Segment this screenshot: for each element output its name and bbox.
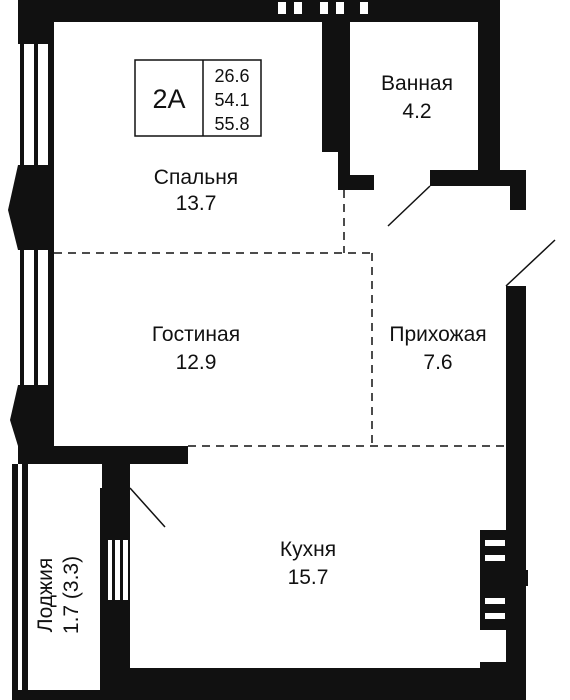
room-bathroom: Ванная 4.2	[381, 72, 453, 123]
area-living: 26.6	[214, 66, 249, 86]
room-loggia: Лоджия 1.7 (3.3)	[34, 556, 83, 634]
room-name: Ванная	[381, 72, 453, 95]
room-name: Прихожая	[389, 323, 486, 346]
room-area: 15.7	[288, 566, 329, 589]
room-area: 4.2	[402, 100, 431, 123]
room-name: Кухня	[280, 538, 336, 561]
room-kitchen: Кухня 15.7	[280, 538, 336, 589]
room-name: Спальня	[154, 166, 238, 189]
area-total: 54.1	[214, 90, 249, 110]
room-dividers	[54, 190, 506, 447]
room-name: Гостиная	[152, 323, 240, 346]
apartment-type: 2А	[152, 84, 185, 114]
room-living: Гостиная 12.9	[152, 323, 240, 374]
room-area: 1.7 (3.3)	[60, 556, 83, 634]
doors	[129, 185, 556, 528]
room-hallway: Прихожая 7.6	[389, 323, 486, 374]
apartment-badge: 2А 26.6 54.1 55.8	[134, 59, 262, 137]
room-area: 7.6	[423, 351, 452, 374]
area-with-loggia: 55.8	[214, 114, 249, 134]
room-bedroom: Спальня 13.7	[154, 166, 238, 215]
walls	[8, 0, 528, 700]
room-area: 13.7	[176, 192, 217, 215]
room-area: 12.9	[176, 351, 217, 374]
room-name: Лоджия	[34, 558, 57, 632]
